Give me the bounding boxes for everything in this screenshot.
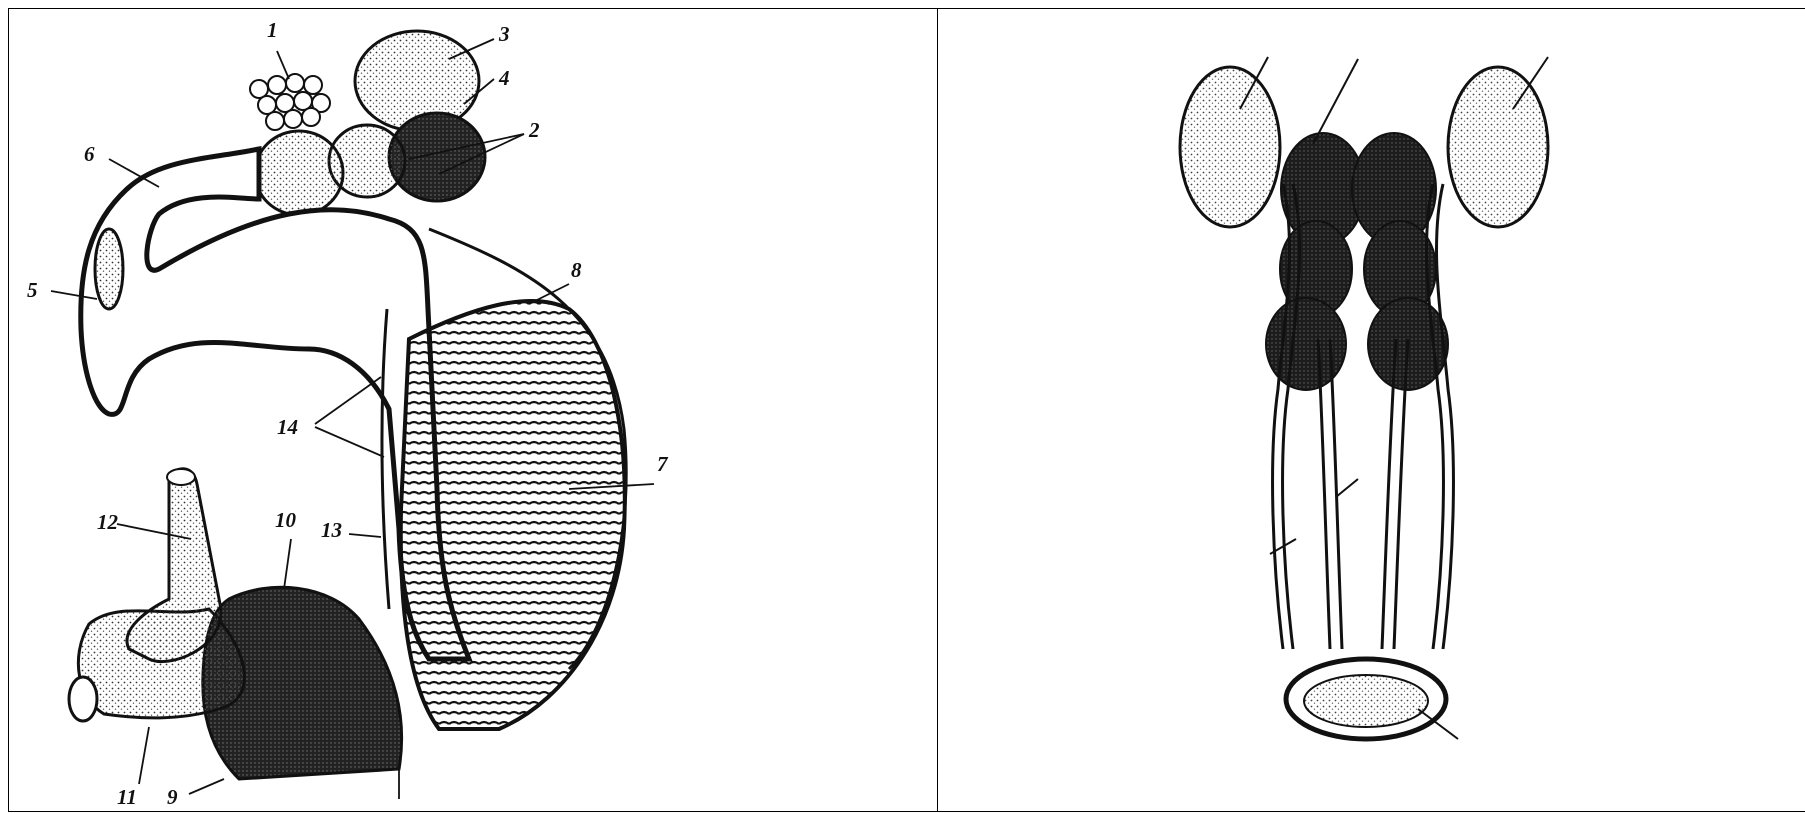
label-10: 10 [275, 508, 297, 532]
gland-cluster [250, 74, 330, 130]
label-5: 5 [27, 278, 38, 302]
label-3: 3 [498, 22, 510, 46]
label-9: 9 [167, 785, 178, 809]
urogenital-system-illustration [938, 9, 1805, 813]
ribbed-intestinal-wall [401, 301, 625, 729]
label-12: 12 [97, 510, 119, 534]
right-gonad [1448, 67, 1548, 227]
label-4: 4 [498, 66, 510, 90]
label-2: 2 [528, 118, 540, 142]
label-7: 7 [657, 452, 669, 476]
label-6: 6 [84, 142, 95, 166]
label-14: 14 [277, 415, 298, 439]
digestive-system-illustration: 1 2 3 4 5 6 7 8 9 10 11 12 13 14 [9, 9, 938, 813]
bladder-inner [1304, 675, 1428, 727]
siphon-opening [167, 469, 195, 485]
left-figure-cell: 1 2 3 4 5 6 7 8 9 10 11 12 13 14 [9, 9, 938, 811]
left-gonad [1180, 67, 1280, 227]
siphon-tube [127, 469, 221, 662]
mouth-opening [95, 229, 123, 309]
figure-table: 1 2 3 4 5 6 7 8 9 10 11 12 13 14 [8, 8, 1805, 812]
label-13: 13 [321, 518, 342, 542]
label-11: 11 [117, 785, 137, 809]
right-figure-cell [938, 9, 1805, 811]
ducts [1273, 184, 1454, 649]
anal-opening [69, 677, 97, 721]
label-1: 1 [267, 18, 278, 42]
label-8: 8 [571, 258, 582, 282]
